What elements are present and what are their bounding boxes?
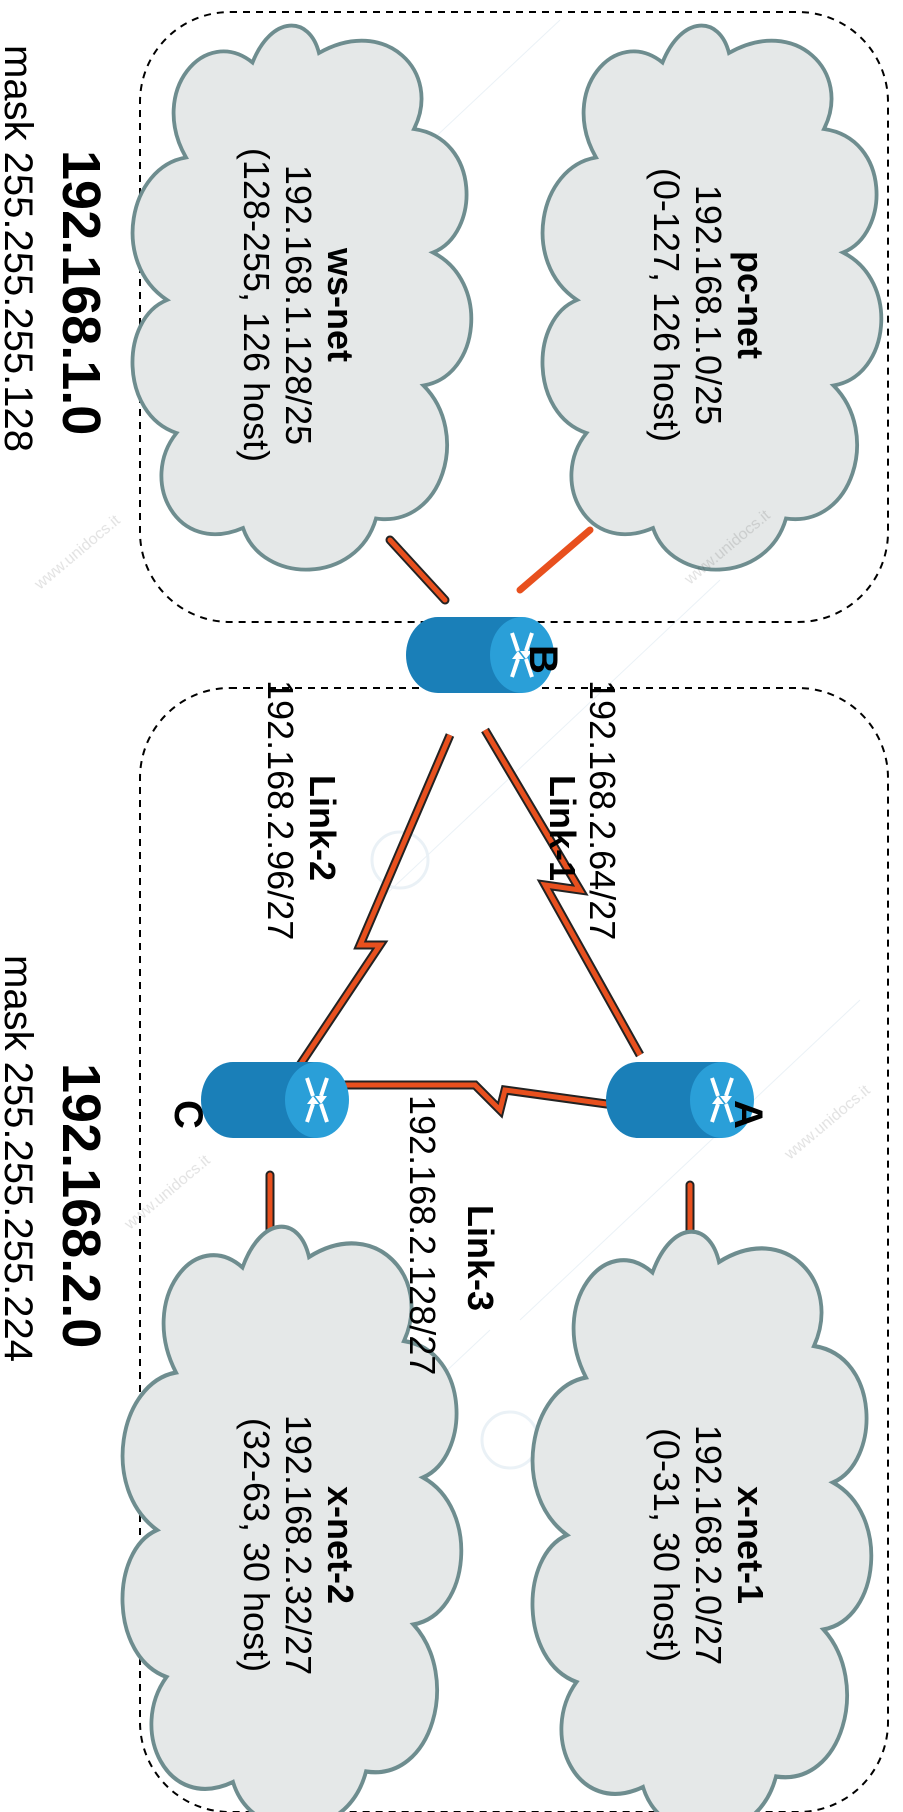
- link-2-subnet: 192.168.2.96/27: [260, 680, 301, 940]
- top-network-mask: mask 255.255.255.128: [0, 45, 40, 452]
- link-1-subnet: 192.168.2.64/27: [582, 680, 623, 940]
- ws-net-range: (128-255, 126 host): [236, 148, 277, 462]
- x-net-1-name: x-net-1: [730, 1486, 771, 1604]
- x-net-2-name: x-net-2: [320, 1486, 361, 1604]
- router-b-label: B: [521, 645, 565, 674]
- router-c-label: C: [166, 1100, 210, 1129]
- router-c-icon[interactable]: [199, 1060, 351, 1140]
- ws-net-subnet: 192.168.1.128/25: [278, 165, 319, 445]
- pc-net-name: pc-net: [730, 251, 771, 359]
- serial-links: [296, 727, 651, 1119]
- link-1-name: Link-1: [542, 775, 583, 881]
- x-net-1-range: (0-31, 30 host): [646, 1428, 687, 1662]
- top-network-address: 192.168.1.0: [51, 150, 111, 435]
- link-3-subnet: 192.168.2.128/27: [402, 1095, 443, 1375]
- link-3-name: Link-3: [460, 1205, 501, 1311]
- pc-net-subnet: 192.168.1.0/25: [688, 185, 729, 425]
- watermark-text: www.unidocs.it: [121, 1152, 214, 1234]
- pc-net-range: (0-127, 126 host): [646, 168, 687, 442]
- x-net-2-range: (32-63, 30 host): [236, 1418, 277, 1672]
- bottom-network-address: 192.168.2.0: [51, 1063, 111, 1348]
- watermark-text: www.unidocs.it: [31, 512, 124, 594]
- x-net-2-subnet: 192.168.2.32/27: [278, 1415, 319, 1675]
- watermark-text: www.unidocs.it: [781, 1082, 874, 1164]
- router-a-label: A: [726, 1100, 770, 1129]
- bottom-network-mask: mask 255.255.255.224: [0, 955, 40, 1362]
- x-net-1-subnet: 192.168.2.0/27: [688, 1425, 729, 1665]
- ws-net-name: ws-net: [320, 247, 361, 362]
- link-2-name: Link-2: [302, 775, 343, 881]
